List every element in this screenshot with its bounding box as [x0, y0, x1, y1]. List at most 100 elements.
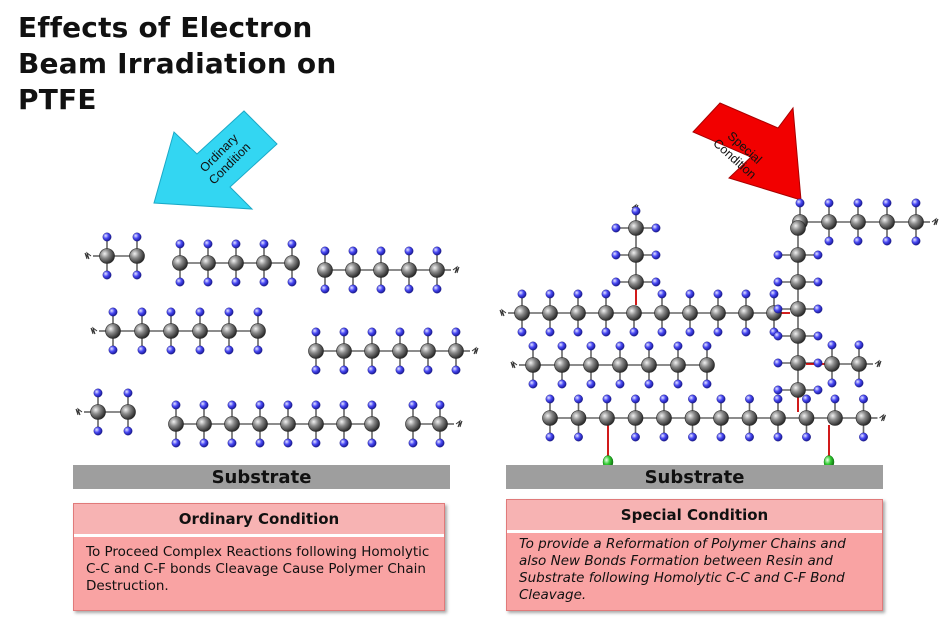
fluorine-atom — [408, 400, 418, 410]
fluorine-atom — [911, 236, 921, 246]
fluorine-atom — [702, 379, 712, 389]
ordinary-condition-text: To Proceed Complex Reactions following H… — [86, 544, 430, 594]
fluorine-atom — [773, 432, 783, 442]
fluorine-atom — [773, 331, 783, 341]
carbon-atom — [824, 356, 840, 372]
fluorine-atom — [528, 341, 538, 351]
chain-end-mark — [931, 217, 939, 226]
special-condition-box: Special Condition To provide a Reformati… — [506, 499, 883, 611]
fluorine-atom — [259, 277, 269, 287]
fluorine-atom — [615, 379, 625, 389]
carbon-atom — [713, 410, 729, 426]
carbon-atom — [790, 274, 806, 290]
fluorine-atom — [716, 394, 726, 404]
carbon-atom — [827, 410, 843, 426]
chain-end-mark — [75, 407, 83, 416]
carbon-atom — [129, 248, 145, 264]
fluorine-atom — [601, 289, 611, 299]
fluorine-atom — [311, 327, 321, 337]
carbon-atom — [90, 404, 106, 420]
carbon-atom — [401, 262, 417, 278]
chain-end-mark — [471, 346, 479, 355]
fluorine-atom — [93, 388, 103, 398]
carbon-atom — [196, 416, 212, 432]
fluorine-atom — [586, 341, 596, 351]
fluorine-atom — [745, 394, 754, 404]
carbon-atom — [345, 262, 361, 278]
fluorine-atom — [651, 277, 661, 287]
fluorine-atom — [741, 289, 751, 299]
fluorine-atom — [545, 289, 555, 299]
chain-end-mark — [84, 251, 92, 260]
chain-end-mark — [499, 308, 507, 317]
fluorine-atom — [259, 239, 269, 249]
carbon-atom — [514, 305, 530, 321]
fluorine-atom — [367, 438, 377, 448]
fluorine-atom — [911, 198, 921, 208]
carbon-atom — [432, 416, 448, 432]
fluorine-atom — [773, 304, 783, 314]
fluorine-atom — [123, 426, 133, 436]
fluorine-atom — [404, 246, 414, 256]
carbon-atom — [105, 323, 121, 339]
carbon-atom — [908, 214, 924, 230]
fluorine-atom — [287, 277, 297, 287]
fluorine-atom — [253, 345, 263, 355]
carbon-atom — [790, 247, 806, 263]
fluorine-atom — [404, 284, 414, 294]
fluorine-atom — [123, 388, 133, 398]
special-condition-text: To provide a Reformation of Polymer Chai… — [519, 536, 846, 603]
fluorine-atom — [224, 345, 234, 355]
fluorine-atom — [657, 327, 667, 337]
fluorine-atom — [132, 270, 142, 280]
fluorine-atom — [132, 232, 142, 242]
fluorine-atom — [651, 250, 661, 260]
carbon-atom — [542, 410, 558, 426]
fluorine-atom — [367, 400, 377, 410]
carbon-atom — [684, 410, 701, 426]
carbon-atom — [798, 410, 815, 426]
fluorine-atom — [367, 365, 377, 375]
fluorine-atom — [773, 358, 783, 368]
carbon-atom — [308, 416, 324, 432]
fluorine-atom — [195, 345, 205, 355]
fluorine-atom — [367, 327, 377, 337]
carbon-atom — [448, 343, 464, 359]
fluorine-atom — [227, 438, 237, 448]
carbon-atom — [224, 416, 240, 432]
fluorine-atom — [813, 385, 823, 395]
carbon-atom — [308, 343, 324, 359]
ordinary-condition-arrow: Ordinary Condition — [153, 110, 278, 210]
special-condition-arrow: Special Condition — [692, 102, 802, 201]
fluorine-atom — [432, 284, 442, 294]
chain-end-mark — [455, 419, 463, 428]
chain-end-mark — [452, 265, 460, 274]
fluorine-atom — [545, 432, 555, 442]
carbon-atom — [192, 323, 208, 339]
carbon-atom — [392, 343, 408, 359]
fluorine-atom — [408, 438, 418, 448]
carbon-atom — [570, 410, 587, 426]
fluorine-atom — [611, 250, 621, 260]
fluorine-atom — [611, 223, 621, 233]
right-substrate: Substrate — [506, 465, 883, 489]
fluorine-atom — [853, 236, 863, 246]
fluorine-atom — [827, 378, 837, 388]
fluorine-atom — [255, 438, 265, 448]
carbon-atom — [612, 357, 628, 373]
carbon-atom — [256, 255, 272, 271]
carbon-atom — [627, 410, 644, 426]
ordinary-condition-heading: Ordinary Condition — [74, 504, 444, 537]
carbon-atom — [280, 416, 296, 432]
fluorine-atom — [283, 438, 293, 448]
fluorine-atom — [859, 394, 868, 404]
carbon-atom — [554, 357, 570, 373]
carbon-atom — [420, 343, 436, 359]
fluorine-atom — [716, 432, 726, 442]
fluorine-atom — [824, 198, 834, 208]
chain-end-mark — [874, 359, 882, 368]
fluorine-atom — [629, 327, 639, 337]
fluorine-atom — [773, 277, 783, 287]
fluorine-atom — [432, 246, 442, 256]
